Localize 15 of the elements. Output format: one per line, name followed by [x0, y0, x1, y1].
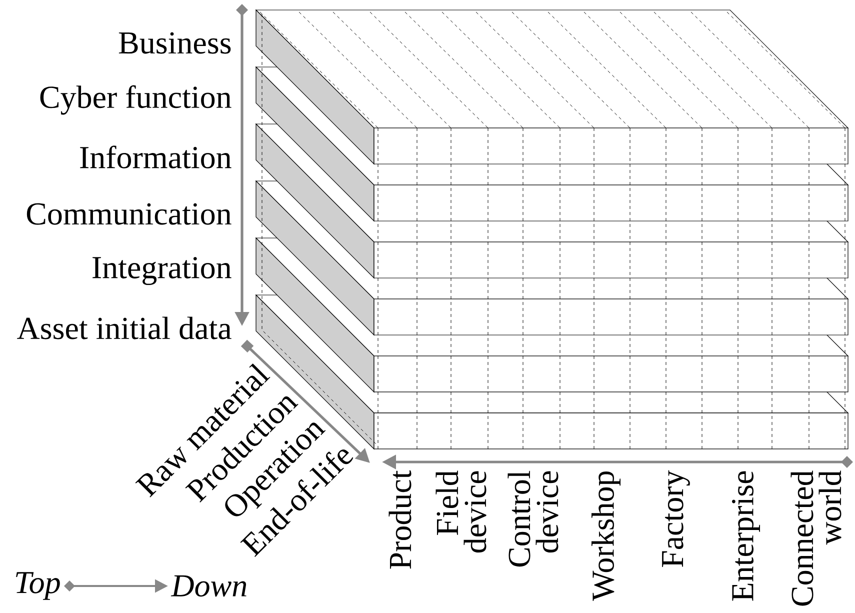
axis-label: Workshop — [592, 471, 620, 601]
axis-label: Product — [388, 470, 412, 569]
axis-label: Factory — [662, 470, 690, 567]
axis-label: Connected world — [790, 470, 842, 606]
axis-label: Cyber function — [40, 85, 232, 115]
axis-label: Control device — [508, 470, 558, 567]
axis-label: Field device — [436, 470, 486, 553]
axis-label: Integration — [92, 256, 232, 286]
axis-label: Down — [170, 575, 246, 597]
axis-label: Business — [118, 32, 231, 54]
axis-label: Asset initial data — [17, 316, 232, 340]
axis-label: Enterprise — [732, 471, 760, 601]
axis-label: Communication — [26, 203, 232, 225]
axis-label: Top — [16, 572, 60, 600]
axis-label: Information — [80, 146, 232, 168]
